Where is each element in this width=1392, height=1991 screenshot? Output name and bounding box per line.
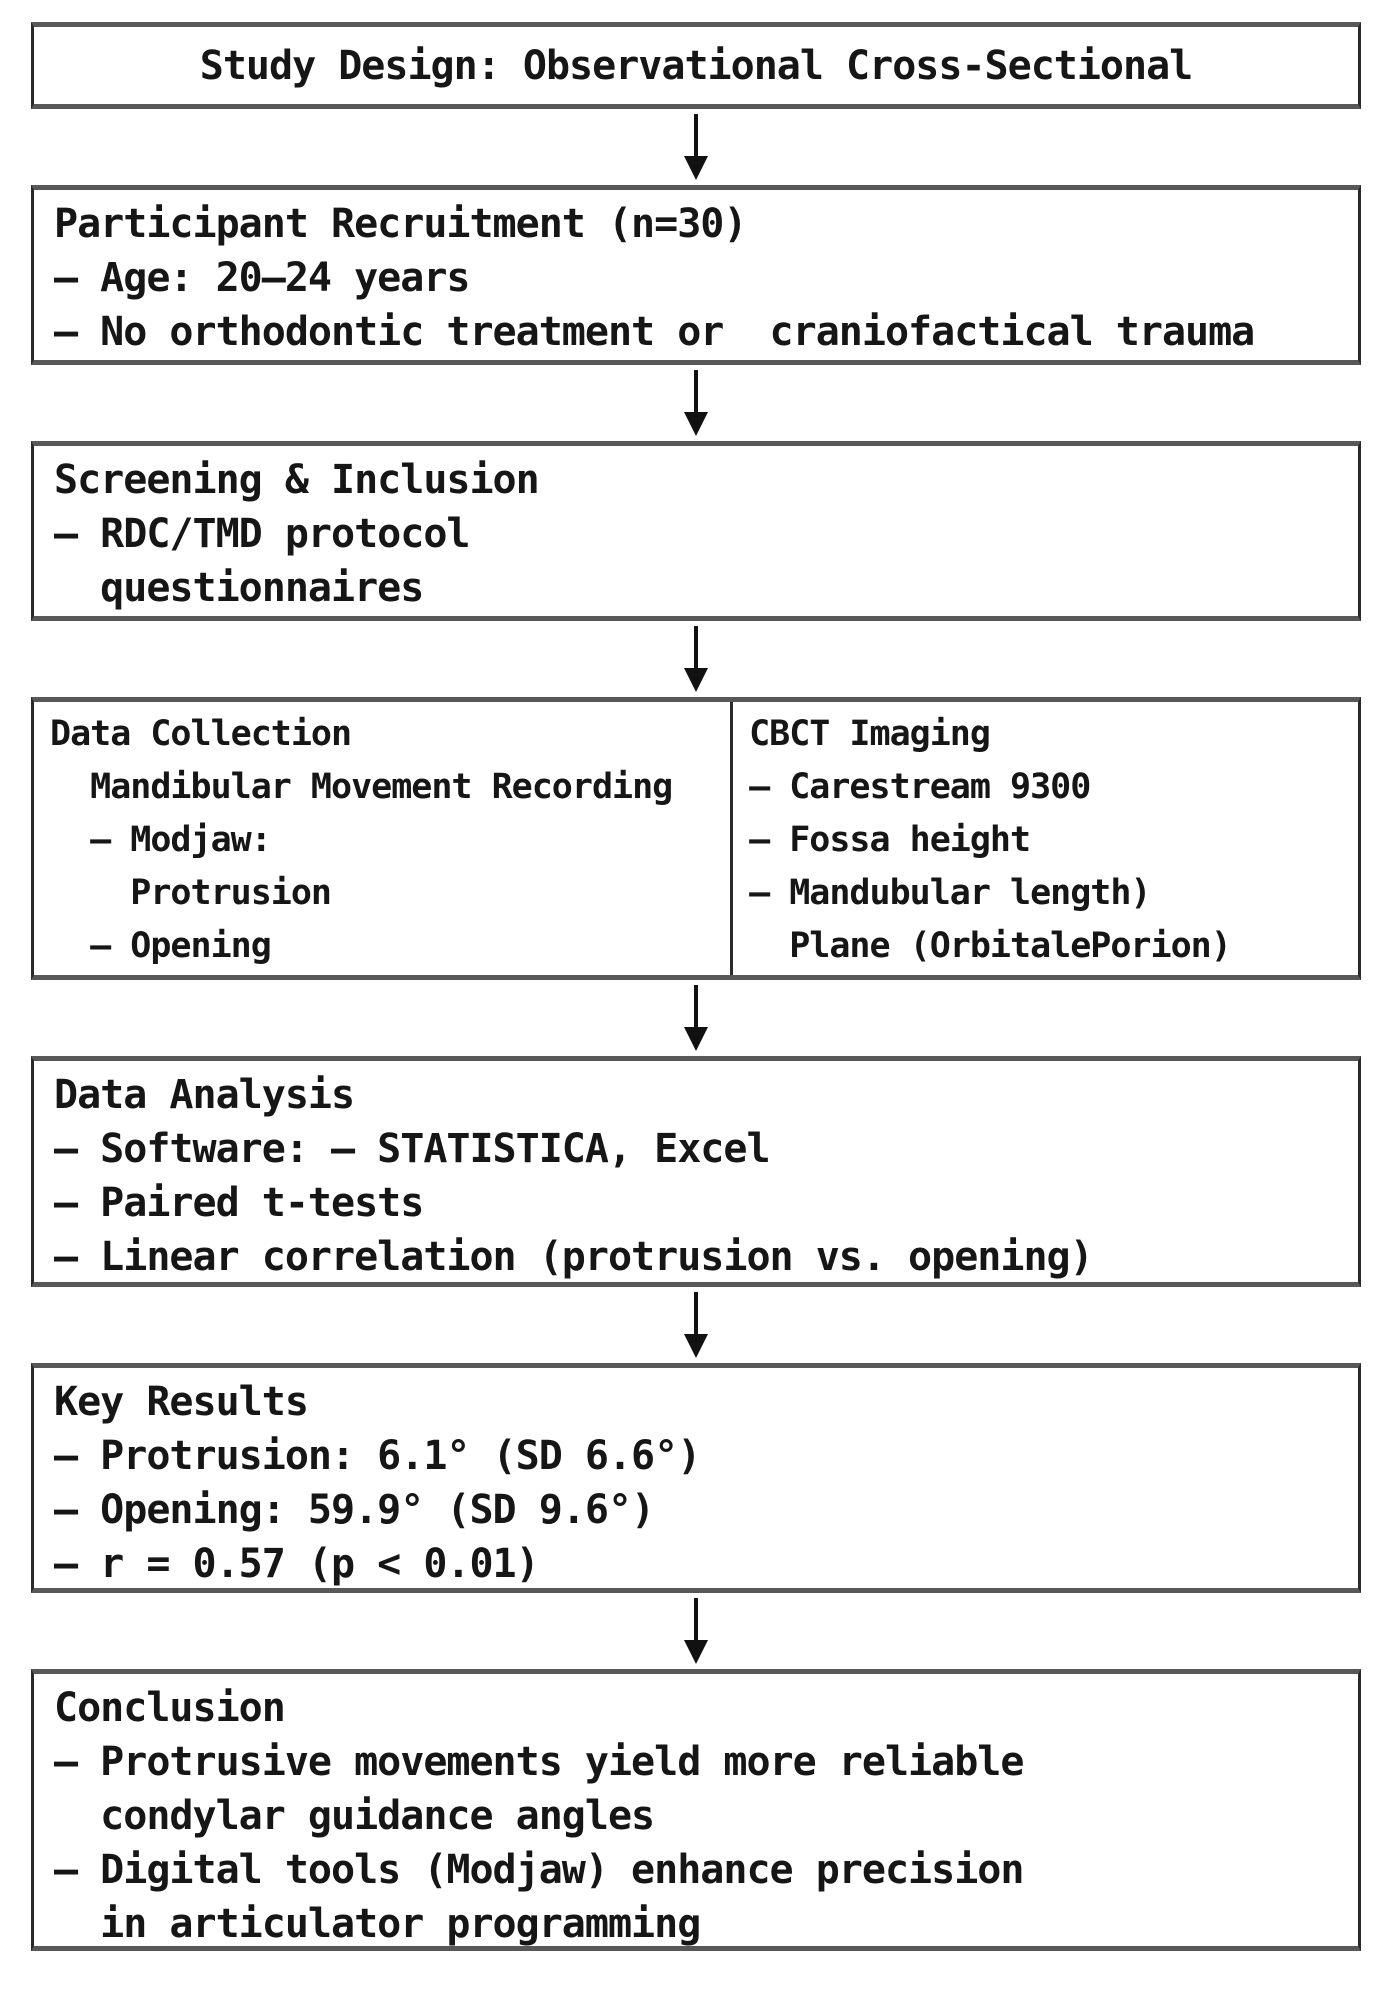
box-line: in articulator programming — [54, 1901, 701, 1947]
box-line: condylar guidance angles — [54, 1793, 655, 1839]
box-line: Protrusion — [50, 873, 332, 913]
box-title: CBCT Imaging — [749, 714, 991, 754]
box-line: – Age: 20–24 years — [54, 255, 470, 301]
cbct-imaging-column: CBCT Imaging – Carestream 9300 – Fossa h… — [733, 702, 1358, 975]
box-line: – Carestream 9300 — [749, 767, 1091, 807]
box-line: – No orthodontic treatment or craniofact… — [54, 309, 1255, 355]
box-title: Study Design: Observational Cross-Sectio… — [199, 42, 1194, 89]
flow-arrow — [0, 1287, 1392, 1363]
box-line: questionnaires — [54, 565, 424, 611]
box-line: – Opening — [50, 926, 272, 966]
arrow-down-icon — [684, 1292, 708, 1358]
box-title: Conclusion — [54, 1685, 286, 1731]
box-line: – Mandubular length) — [749, 873, 1151, 913]
box-line: Plane (OrbitalePorion) — [749, 926, 1232, 966]
box-title: Screening & Inclusion — [54, 457, 540, 503]
box-line: Mandibular Movement Recording — [50, 767, 673, 807]
box-data-analysis: Data Analysis – Software: – STATISTICA, … — [31, 1056, 1361, 1287]
arrow-down-icon — [684, 1598, 708, 1664]
flow-arrow — [0, 1593, 1392, 1669]
box-line: – Protrusive movements yield more reliab… — [54, 1739, 1024, 1785]
box-line: – Linear correlation (protrusion vs. ope… — [54, 1234, 1094, 1280]
arrow-down-icon — [684, 114, 708, 180]
box-conclusion: Conclusion – Protrusive movements yield … — [31, 1669, 1361, 1951]
flow-arrow — [0, 365, 1392, 441]
box-line: – Protrusion: 6.1° (SD 6.6°) — [54, 1433, 701, 1479]
box-line: – Fossa height — [749, 820, 1031, 860]
box-line: – Paired t-tests — [54, 1180, 424, 1226]
arrow-down-icon — [684, 626, 708, 692]
box-title: Data Collection — [50, 714, 352, 754]
box-line: – Opening: 59.9° (SD 9.6°) — [54, 1487, 655, 1533]
box-key-results: Key Results – Protrusion: 6.1° (SD 6.6°)… — [31, 1363, 1361, 1593]
box-title: Participant Recruitment (n=30) — [54, 201, 747, 247]
data-collection-column: Data Collection Mandibular Movement Reco… — [34, 702, 734, 975]
box-title: Key Results — [54, 1379, 309, 1425]
box-data-collection-cbct: Data Collection Mandibular Movement Reco… — [31, 697, 1361, 980]
box-line: – Digital tools (Modjaw) enhance precisi… — [54, 1847, 1024, 1893]
box-screening-inclusion: Screening & Inclusion – RDC/TMD protocol… — [31, 441, 1361, 621]
arrow-down-icon — [684, 985, 708, 1051]
flow-arrow — [0, 109, 1392, 185]
flow-arrow — [0, 980, 1392, 1056]
box-line: – RDC/TMD protocol — [54, 511, 470, 557]
box-line: – r = 0.57 (p < 0.01) — [54, 1541, 540, 1587]
arrow-down-icon — [684, 370, 708, 436]
box-title: Data Analysis — [54, 1072, 355, 1118]
box-line: – Modjaw: — [50, 820, 272, 860]
flow-arrow — [0, 621, 1392, 697]
box-participant-recruitment: Participant Recruitment (n=30) – Age: 20… — [31, 185, 1361, 365]
box-line: – Software: – STATISTICA, Excel — [54, 1126, 771, 1172]
box-study-design: Study Design: Observational Cross-Sectio… — [31, 22, 1361, 109]
